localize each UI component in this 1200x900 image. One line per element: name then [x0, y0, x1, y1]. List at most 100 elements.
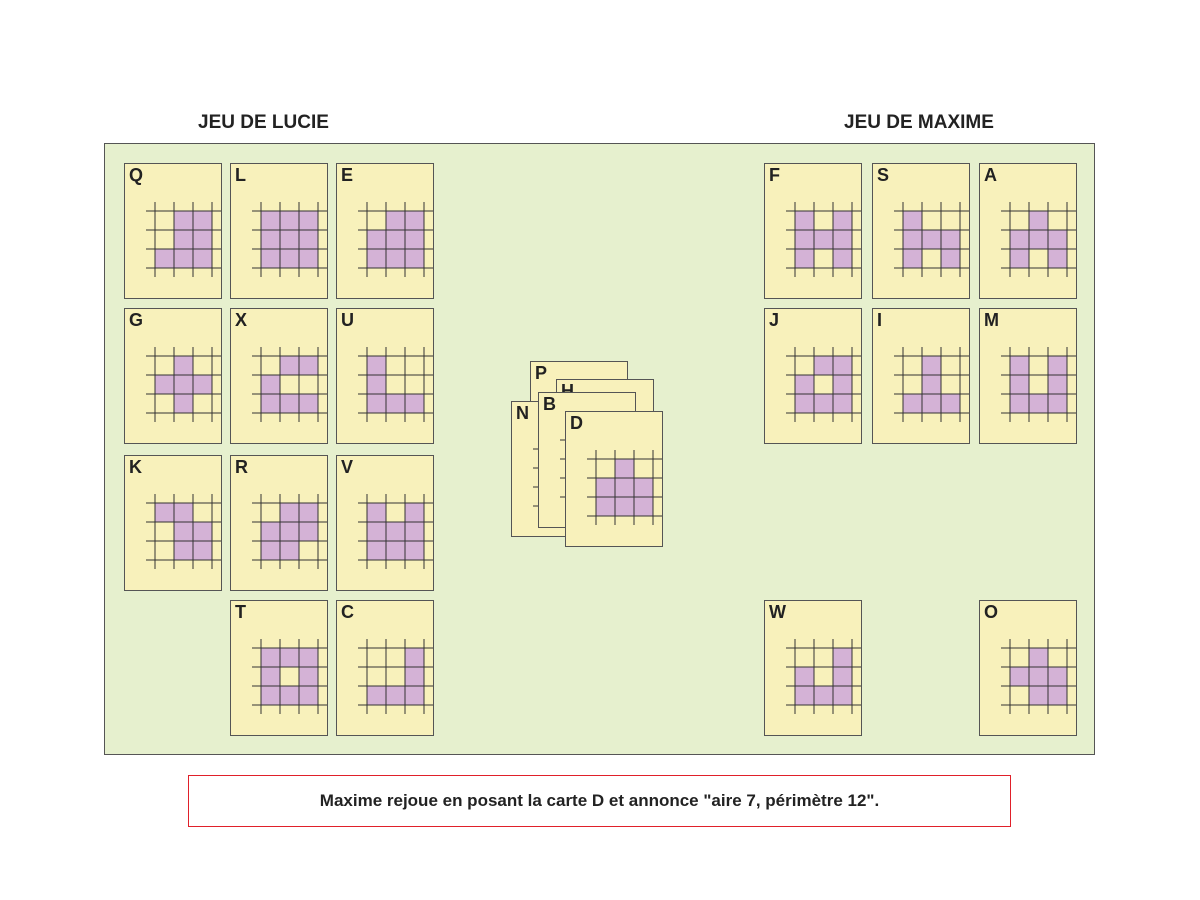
grid-cell-filled: [386, 686, 405, 705]
card-letter: L: [235, 165, 246, 185]
card-v[interactable]: V: [336, 455, 434, 591]
card-f[interactable]: F: [764, 163, 862, 299]
card-letter: T: [235, 602, 246, 622]
grid-cell-filled: [174, 211, 193, 230]
lucie-hand-title: JEU DE LUCIE: [198, 112, 329, 133]
grid-cell-filled: [386, 522, 405, 541]
grid-cell-filled: [280, 648, 299, 667]
card-u[interactable]: U: [336, 308, 434, 444]
card-letter: G: [129, 310, 144, 330]
card-grid: [894, 202, 969, 277]
grid-cell-filled: [261, 648, 280, 667]
grid-cell-filled: [814, 686, 833, 705]
grid-cell-filled: [261, 249, 280, 268]
grid-cell-filled: [261, 211, 280, 230]
card-grid: [358, 202, 433, 277]
grid-cell-filled: [596, 497, 615, 516]
card-grid: [146, 202, 221, 277]
card-grid: [1001, 639, 1076, 714]
card-l[interactable]: L: [230, 163, 328, 299]
card-s[interactable]: S: [872, 163, 970, 299]
grid-cell-filled: [405, 394, 424, 413]
grid-cell-filled: [280, 522, 299, 541]
grid-cell-filled: [833, 686, 852, 705]
grid-cell-filled: [795, 667, 814, 686]
grid-cell-filled: [174, 249, 193, 268]
card-grid: [146, 347, 221, 422]
grid-cell-filled: [1048, 230, 1067, 249]
card-i[interactable]: I: [872, 308, 970, 444]
card-letter: N: [516, 403, 529, 423]
grid-cell-filled: [1010, 667, 1029, 686]
card-o[interactable]: O: [979, 600, 1077, 736]
grid-cell-filled: [1029, 667, 1048, 686]
card-g[interactable]: G: [124, 308, 222, 444]
card-letter: S: [877, 165, 890, 185]
card-w[interactable]: W: [764, 600, 862, 736]
card-letter: E: [341, 165, 354, 185]
card-x[interactable]: X: [230, 308, 328, 444]
grid-cell-filled: [280, 249, 299, 268]
grid-cell-filled: [1029, 686, 1048, 705]
card-m[interactable]: M: [979, 308, 1077, 444]
grid-cell-filled: [814, 394, 833, 413]
grid-cell-filled: [367, 249, 386, 268]
grid-cell-filled: [814, 356, 833, 375]
card-q[interactable]: Q: [124, 163, 222, 299]
grid-cell-filled: [1029, 230, 1048, 249]
card-j[interactable]: J: [764, 308, 862, 444]
grid-cell-filled: [941, 230, 960, 249]
grid-cell-filled: [193, 541, 212, 560]
grid-cell-filled: [814, 230, 833, 249]
card-letter: D: [570, 413, 583, 433]
card-letter: F: [769, 165, 780, 185]
card-grid: [146, 494, 221, 569]
grid-cell-filled: [1048, 375, 1067, 394]
card-r[interactable]: R: [230, 455, 328, 591]
grid-cell-filled: [405, 249, 424, 268]
card-grid: [894, 347, 969, 422]
grid-cell-filled: [1010, 249, 1029, 268]
card-letter: U: [341, 310, 354, 330]
grid-cell-filled: [193, 230, 212, 249]
game-board: Q L E G X U K R V T C P H N B D F S A J …: [104, 143, 1095, 755]
grid-cell-filled: [833, 394, 852, 413]
grid-cell-filled: [261, 230, 280, 249]
maxime-hand-title: JEU DE MAXIME: [844, 112, 994, 133]
grid-cell-filled: [193, 375, 212, 394]
card-e[interactable]: E: [336, 163, 434, 299]
grid-cell-filled: [174, 394, 193, 413]
grid-cell-filled: [299, 686, 318, 705]
card-t[interactable]: T: [230, 600, 328, 736]
grid-cell-filled: [193, 249, 212, 268]
card-a[interactable]: A: [979, 163, 1077, 299]
card-grid: [358, 347, 433, 422]
grid-cell-filled: [922, 375, 941, 394]
grid-cell-filled: [299, 249, 318, 268]
grid-cell-filled: [833, 230, 852, 249]
grid-cell-filled: [405, 211, 424, 230]
card-grid: [358, 494, 433, 569]
grid-cell-filled: [795, 211, 814, 230]
card-grid: [252, 347, 327, 422]
grid-cell-filled: [405, 667, 424, 686]
grid-cell-filled: [833, 356, 852, 375]
card-grid: [358, 639, 433, 714]
grid-cell-filled: [1048, 394, 1067, 413]
card-grid: [786, 347, 861, 422]
grid-cell-filled: [280, 356, 299, 375]
grid-cell-filled: [261, 375, 280, 394]
card-letter: V: [341, 457, 354, 477]
grid-cell-filled: [174, 230, 193, 249]
grid-cell-filled: [299, 211, 318, 230]
grid-cell-filled: [299, 503, 318, 522]
grid-cell-filled: [386, 541, 405, 560]
grid-cell-filled: [367, 522, 386, 541]
grid-cell-filled: [299, 648, 318, 667]
card-k[interactable]: K: [124, 455, 222, 591]
grid-cell-filled: [1010, 230, 1029, 249]
grid-cell-filled: [386, 230, 405, 249]
card-c[interactable]: C: [336, 600, 434, 736]
card-grid: [252, 202, 327, 277]
pile-card-d: D: [565, 411, 663, 547]
